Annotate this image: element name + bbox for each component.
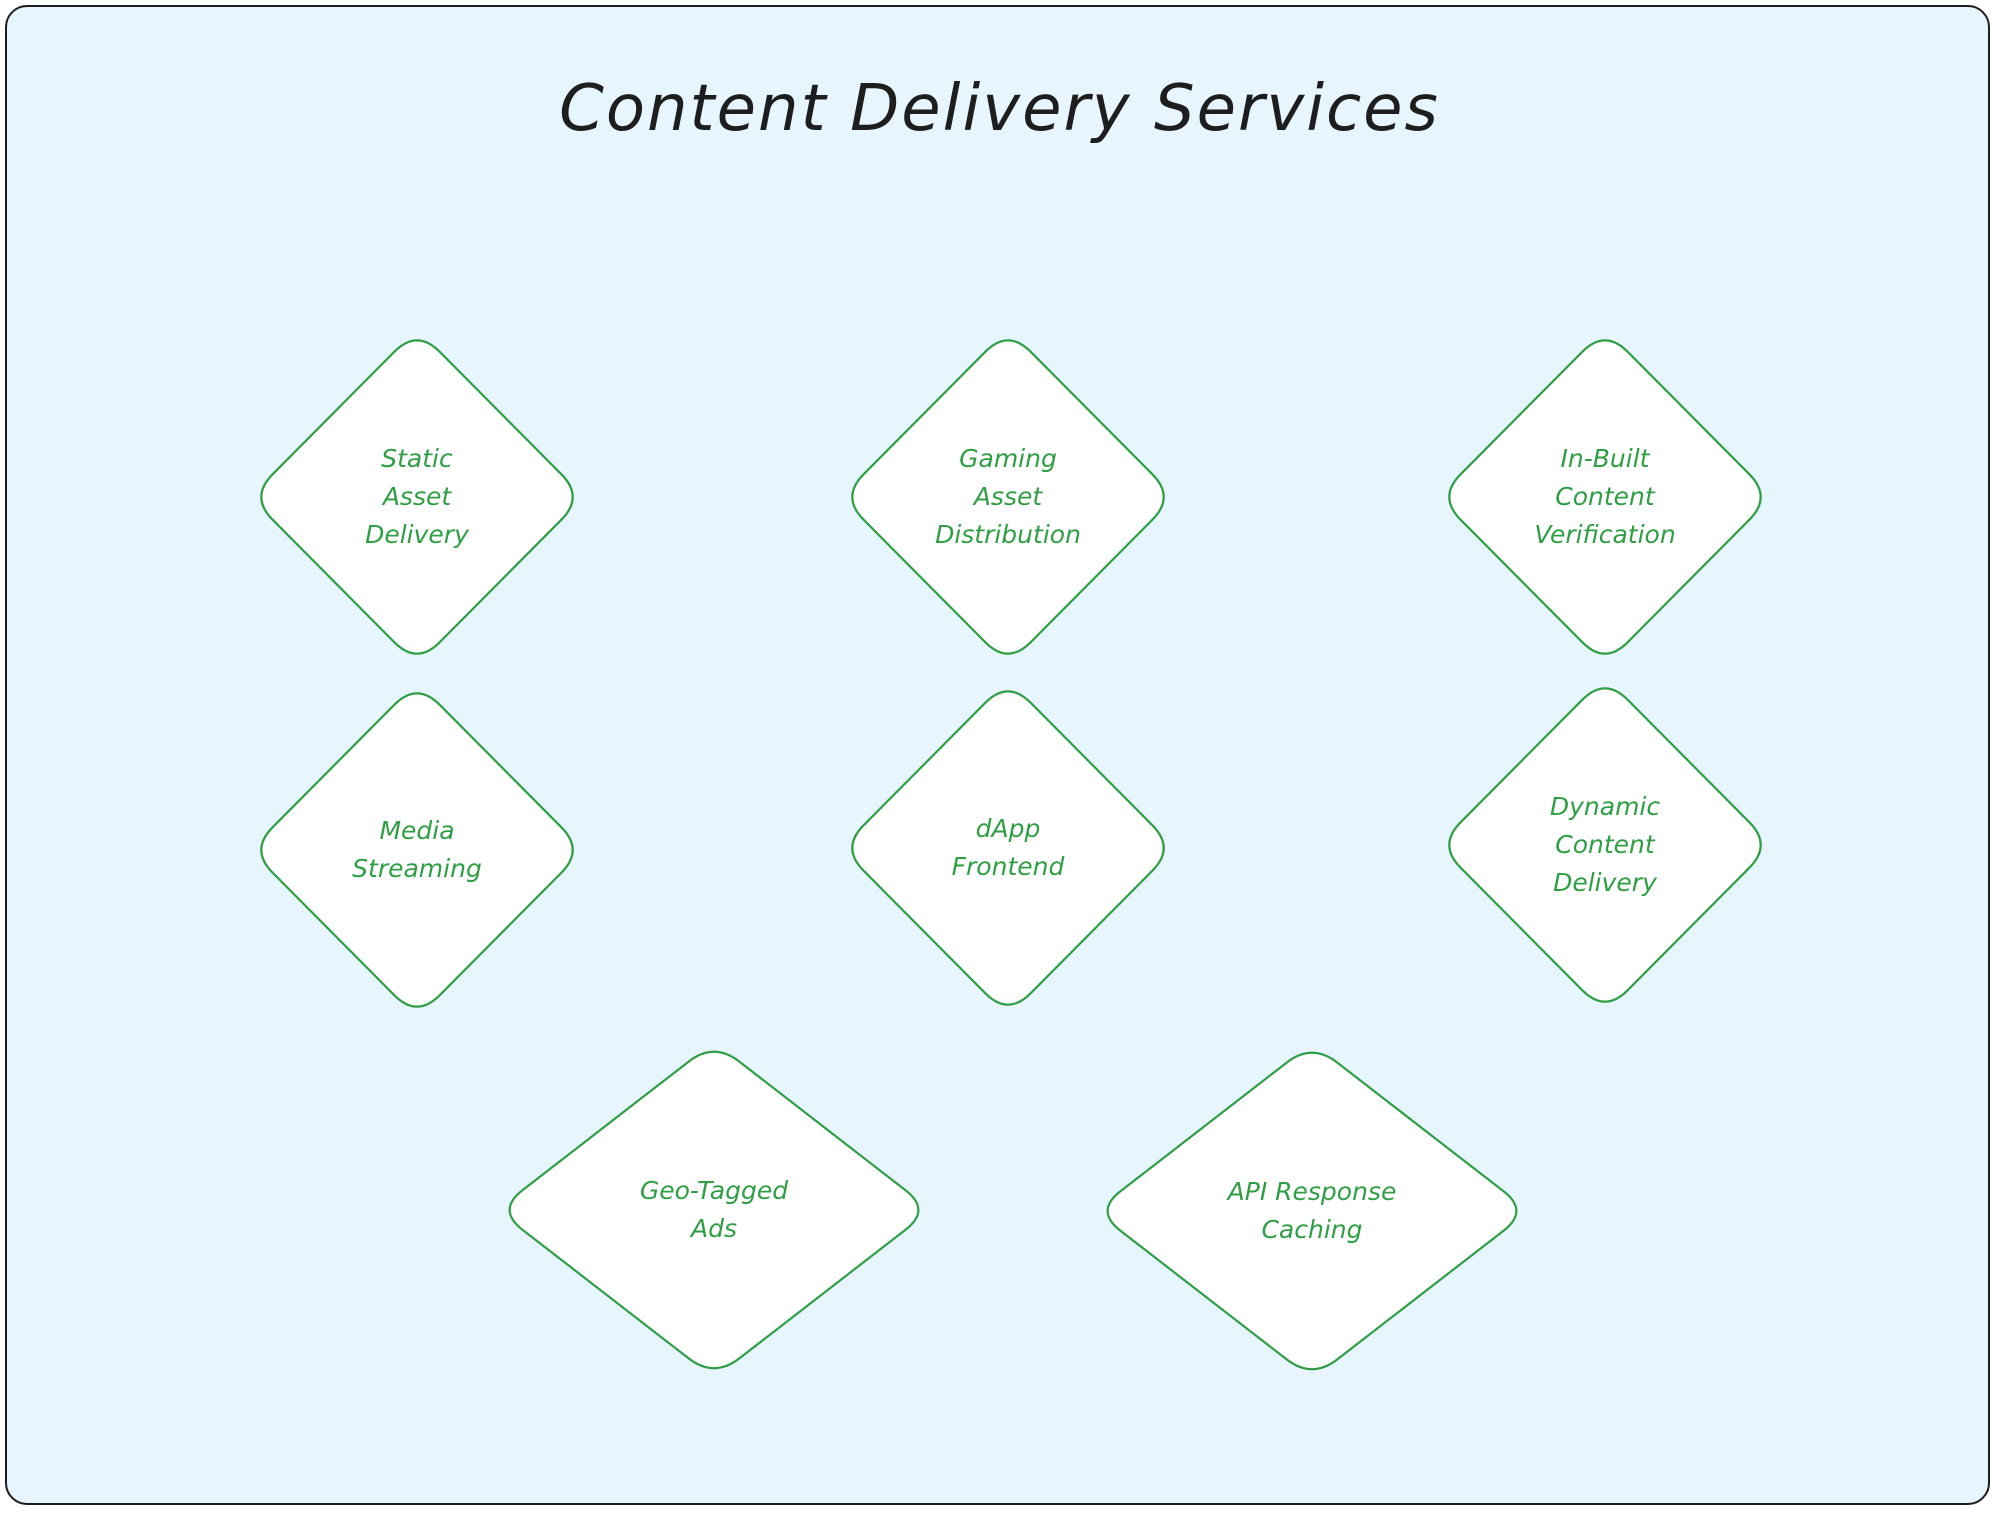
node-in-built-content-verification[interactable] xyxy=(1448,339,1762,655)
node-api-response-caching[interactable] xyxy=(1106,1051,1518,1371)
node-media-streaming[interactable] xyxy=(260,692,574,1008)
node-dynamic-content-delivery[interactable] xyxy=(1448,687,1762,1003)
node-geo-tagged-ads[interactable] xyxy=(508,1050,920,1370)
diagram-title: Content Delivery Services xyxy=(559,72,1440,146)
node-gaming-asset-distribution[interactable] xyxy=(851,339,1165,655)
node-dapp-frontend[interactable] xyxy=(851,690,1165,1006)
node-static-asset-delivery[interactable] xyxy=(260,339,574,655)
